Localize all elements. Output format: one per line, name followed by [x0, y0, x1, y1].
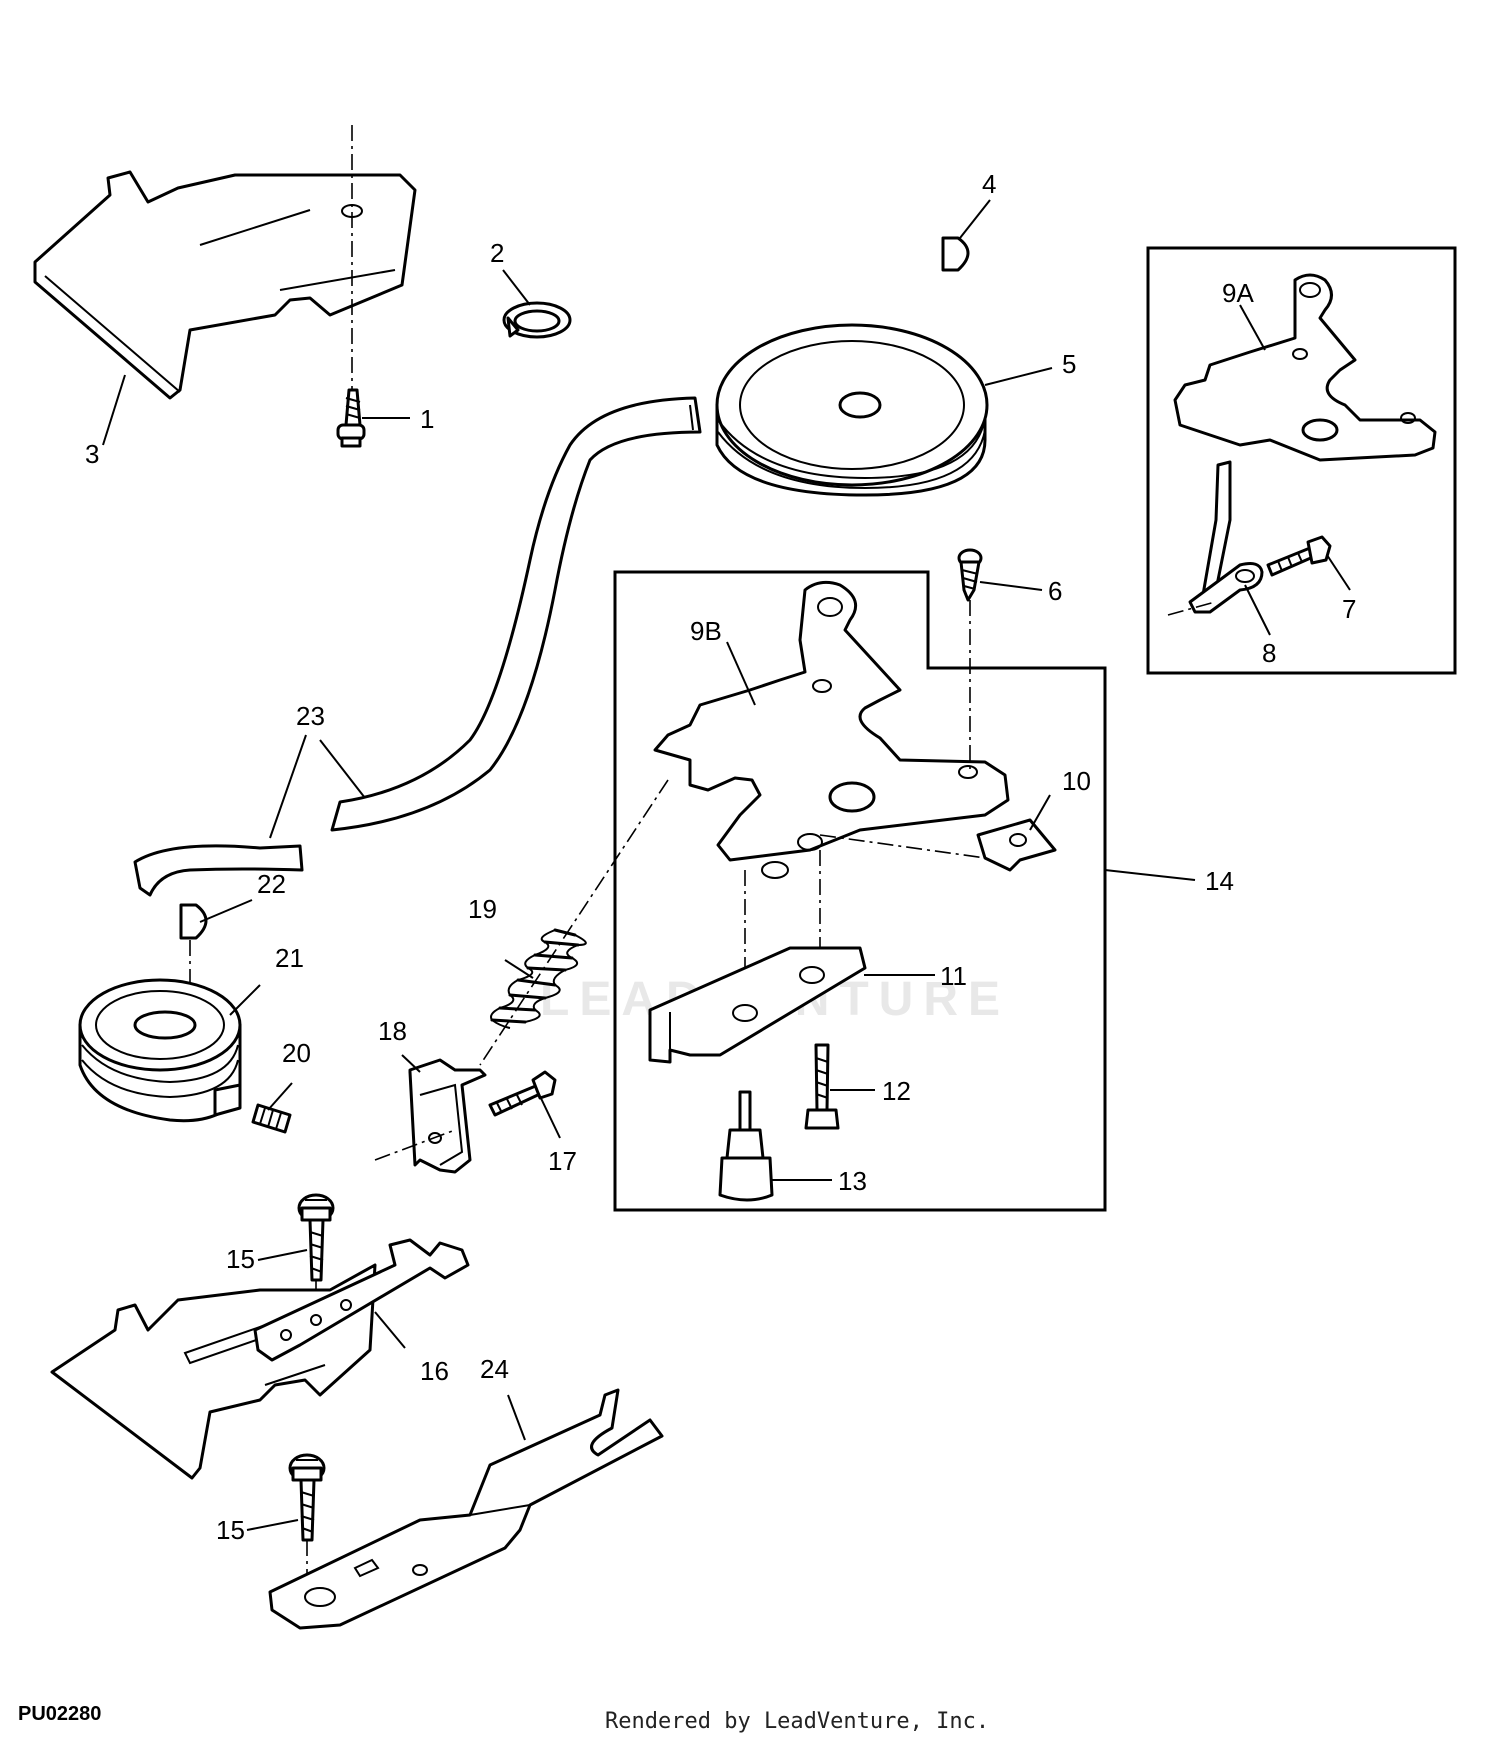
callout-4: 4	[982, 169, 996, 199]
render-credit: Rendered by LeadVenture, Inc.	[605, 1709, 989, 1734]
callout-15-upper: 15	[226, 1244, 255, 1274]
centerline-10	[819, 834, 1001, 861]
leader-lines	[102, 199, 1351, 1531]
callout-20: 20	[282, 1038, 311, 1068]
centerline-18	[374, 1129, 456, 1161]
callout-16: 16	[420, 1356, 449, 1386]
callout-23: 23	[296, 701, 325, 731]
callout-19: 19	[468, 894, 497, 924]
centerline-8	[1167, 601, 1216, 616]
drawing-code: PU02280	[18, 1703, 101, 1725]
callout-21: 21	[275, 943, 304, 973]
callout-22: 22	[257, 869, 286, 899]
assembly-14-box	[613, 570, 1107, 1212]
part-3-shield	[33, 170, 417, 400]
part-8-link	[1188, 460, 1264, 614]
part-16-plate	[50, 1238, 470, 1480]
callout-10: 10	[1062, 766, 1091, 796]
part-21-pulley	[78, 978, 242, 1123]
callout-13: 13	[838, 1166, 867, 1196]
part-18-bracket	[408, 1058, 487, 1174]
part-12-bolt	[804, 1043, 840, 1130]
callout-7: 7	[1342, 594, 1356, 624]
callout-9A: 9A	[1222, 278, 1254, 308]
callout-2: 2	[490, 238, 504, 268]
callout-3: 3	[85, 439, 99, 469]
callout-1: 1	[420, 404, 434, 434]
part-6-screw	[957, 548, 983, 602]
callout-14: 14	[1205, 866, 1234, 896]
part-17-bolt	[488, 1070, 557, 1117]
callout-12: 12	[882, 1076, 911, 1106]
part-9B-plate	[653, 580, 1010, 879]
callout-9B: 9B	[690, 616, 722, 646]
part-20-setscrew	[251, 1103, 292, 1134]
callout-18: 18	[378, 1016, 407, 1046]
part-11-plate	[648, 946, 867, 1064]
callout-5: 5	[1062, 349, 1076, 379]
part-10-clip	[976, 818, 1057, 872]
callout-labels: 1 2 3 4 5 6 7 8 9A 9B 10 11 12 13 14 15 …	[85, 169, 1356, 1545]
callout-17: 17	[548, 1146, 577, 1176]
part-5-pulley	[715, 323, 989, 497]
part-1-screw	[336, 388, 366, 448]
part-4-key	[941, 236, 970, 272]
callout-15-lower: 15	[216, 1515, 245, 1545]
part-2-ring	[502, 301, 572, 339]
centerline-19	[479, 779, 669, 1066]
part-23-belt	[133, 396, 702, 897]
part-15-screw-lower	[288, 1453, 326, 1542]
part-15-screw-upper	[297, 1193, 335, 1282]
callout-8: 8	[1262, 638, 1276, 668]
callout-6: 6	[1048, 576, 1062, 606]
detail-box-9A	[1146, 246, 1457, 675]
part-22-key	[179, 903, 208, 940]
part-9A-plate	[1173, 273, 1437, 462]
part-13-stud	[718, 1090, 774, 1202]
callout-11: 11	[940, 961, 967, 991]
callout-24: 24	[480, 1354, 509, 1384]
part-7-screw	[1266, 535, 1332, 577]
part-24-lever	[268, 1388, 664, 1630]
